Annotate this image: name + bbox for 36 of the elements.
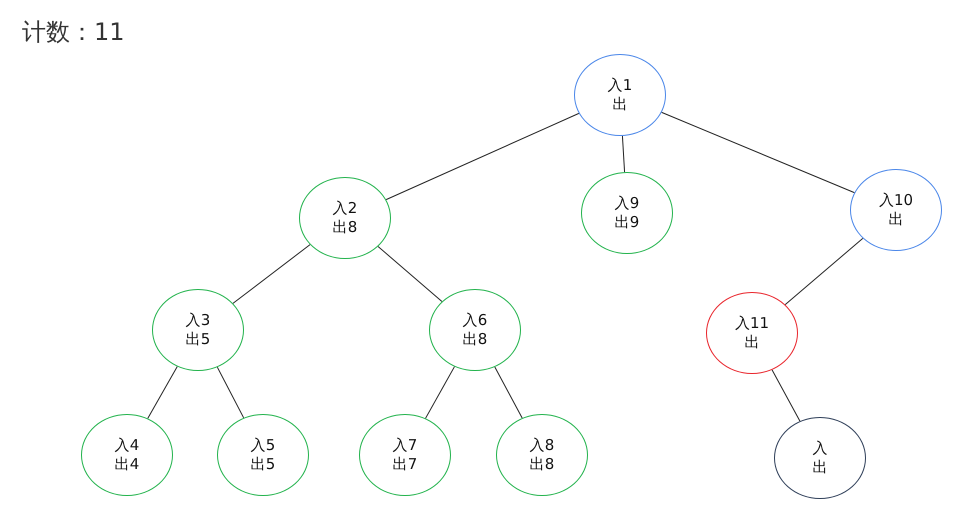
node-text: 出: [744, 333, 760, 352]
node-text: 入7: [392, 436, 418, 455]
connector-line: [232, 244, 311, 304]
node-text: 入8: [530, 436, 554, 455]
node-text: 出: [612, 95, 628, 114]
node-text: 入9: [614, 194, 640, 213]
connector-line: [784, 238, 864, 306]
node-text: 出4: [114, 455, 140, 474]
connector-line: [622, 135, 626, 173]
connector-line: [386, 112, 580, 200]
node-text: 入10: [878, 191, 914, 210]
connector-line: [378, 246, 442, 302]
node-text: 入: [812, 439, 828, 458]
node-text: 出: [812, 458, 828, 477]
node-text: 出: [888, 210, 904, 229]
node-text: 出5: [186, 330, 210, 349]
node-text: 出7: [392, 455, 418, 474]
node-text: 入5: [250, 436, 276, 455]
node-text: 出8: [530, 455, 554, 474]
node-text: 入6: [462, 311, 488, 330]
node-text: 入11: [734, 314, 770, 333]
connector-line: [425, 366, 455, 419]
connector-line: [216, 366, 244, 418]
connector-line: [147, 366, 178, 419]
node-text: 出5: [250, 455, 276, 474]
counter-text: 计数：11: [22, 17, 125, 48]
node-text: 入4: [114, 436, 140, 455]
node-text: 出9: [614, 213, 640, 232]
node-text: 入3: [186, 311, 210, 330]
node-text: 出8: [332, 218, 358, 237]
connector-line: [494, 366, 523, 418]
node-text: 入1: [608, 76, 632, 95]
node-text: 入2: [332, 199, 358, 218]
connector-line: [772, 369, 800, 422]
node-text: 出8: [462, 330, 488, 349]
connector-line: [661, 112, 855, 194]
